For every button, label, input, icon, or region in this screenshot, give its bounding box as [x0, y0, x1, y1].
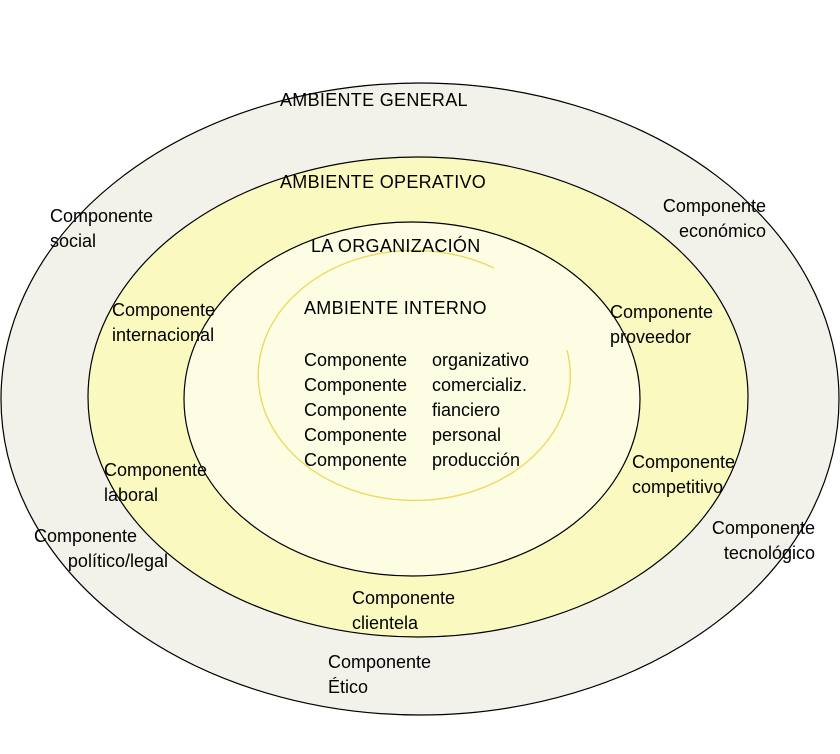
ambiente-interno-title: AMBIENTE INTERNO [304, 298, 487, 318]
componente-proveedor-line2: proveedor [610, 327, 692, 347]
componente-internacional-label: Componente internacional [112, 298, 215, 348]
componente-internacional-line2: internacional [112, 325, 215, 345]
list-item-value: personal [432, 425, 502, 445]
componente-social-line2: social [50, 231, 97, 251]
componente-social-label: Componente social [50, 204, 153, 254]
list-item-value: fianciero [432, 400, 501, 420]
list-item: Componente personal [304, 423, 529, 448]
list-item: Componente fianciero [304, 398, 529, 423]
componente-clientela-label: Componente clientela [352, 586, 455, 636]
componente-etico-line1: Componente [328, 652, 432, 672]
componente-economico-line2: económico [678, 221, 766, 241]
list-item-prefix: Componente [304, 425, 408, 445]
organizacion-title: LA ORGANIZACIÓN [311, 236, 481, 256]
list-item-prefix: Componente [304, 350, 408, 370]
componente-social-line1: Componente [50, 206, 154, 226]
ambiente-general-title: AMBIENTE GENERAL [280, 90, 468, 110]
componente-proveedor-line1: Componente [610, 302, 714, 322]
organizacion-ellipse [183, 221, 641, 577]
ambiente-interno-arc [257, 249, 571, 502]
componente-laboral-label: Componente laboral [104, 458, 207, 508]
componente-competitivo-line1: Componente [632, 452, 736, 472]
componente-politico-label: Componente político/legal [34, 524, 168, 574]
list-item-value: organizativo [432, 350, 530, 370]
componente-politico-line1: Componente [34, 526, 138, 546]
componente-economico-label: Componente económico [648, 194, 766, 244]
list-item-prefix: Componente [304, 400, 408, 420]
componente-clientela-line1: Componente [352, 588, 456, 608]
ambiente-interno-list: Componente organizativo Componente comerci… [304, 348, 529, 473]
list-item: Componente producción [304, 448, 529, 473]
componente-clientela-line2: clientela [352, 613, 419, 633]
componente-tecnologico-line2: tecnológico [723, 543, 815, 563]
list-item-prefix: Componente [304, 450, 408, 470]
componente-competitivo-label: Componente competitivo [632, 450, 735, 500]
list-item: Componente organizativo [304, 348, 529, 373]
list-item-value: producción [432, 450, 521, 470]
componente-tecnologico-line1: Componente [711, 518, 815, 538]
componente-economico-line1: Componente [662, 196, 766, 216]
ambiente-operativo-title: AMBIENTE OPERATIVO [280, 172, 487, 192]
componente-laboral-line2: laboral [104, 485, 159, 505]
componente-competitivo-line2: competitivo [632, 477, 724, 497]
list-item-prefix: Componente [304, 375, 408, 395]
componente-tecnologico-label: Componente tecnológico [697, 516, 815, 566]
componente-internacional-line1: Componente [112, 300, 216, 320]
componente-laboral-line1: Componente [104, 460, 208, 480]
componente-proveedor-label: Componente proveedor [610, 300, 713, 350]
list-item-value: comercializ. [432, 375, 528, 395]
componente-politico-line2: político/legal [67, 551, 168, 571]
componente-etico-line2: Ético [328, 677, 369, 697]
componente-etico-label: Componente Ético [328, 650, 431, 700]
list-item: Componente comercializ. [304, 373, 529, 398]
